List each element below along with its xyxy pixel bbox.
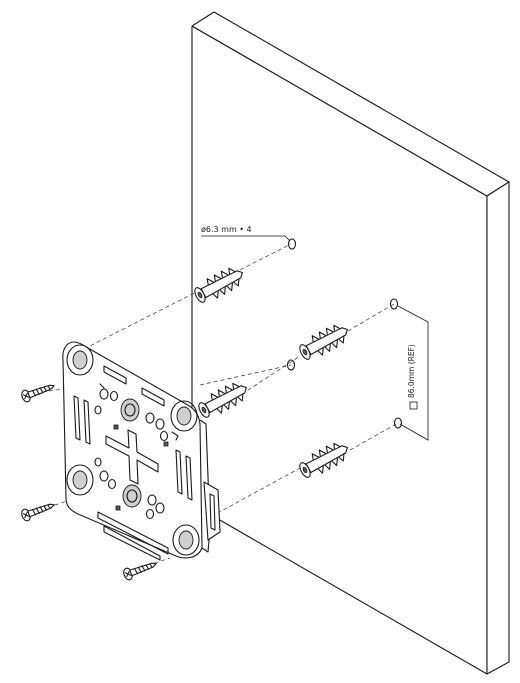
spacing-spec-label: 86.0mm (REF) <box>407 344 416 398</box>
wall-panel <box>191 11 510 675</box>
spacing-dimension: 86.0mm (REF) <box>397 305 429 441</box>
plate-button-upper <box>120 398 140 422</box>
corner-boss <box>172 524 200 556</box>
corner-boss <box>170 400 198 432</box>
drill-spec-label: ø6.3 mm • 4 <box>201 225 252 234</box>
drill-holes <box>286 238 403 429</box>
wall-anchor <box>194 267 243 303</box>
drill-hole-left-lower <box>286 359 296 371</box>
wall-anchor <box>198 382 247 418</box>
center-cross-slot <box>105 429 159 485</box>
wall-anchor <box>299 324 348 360</box>
wall-front-face <box>191 25 488 675</box>
drill-hole-right-lower <box>393 417 403 429</box>
mounting-plate <box>62 341 221 561</box>
screw <box>21 384 55 403</box>
corner-boss <box>66 464 94 496</box>
corner-boss <box>66 344 94 376</box>
screw <box>21 503 55 522</box>
drill-hole-top <box>287 238 297 250</box>
wall-side-edge <box>486 181 510 675</box>
drill-hole-right-upper <box>389 298 399 310</box>
screw <box>123 562 157 581</box>
square-symbol-icon <box>409 401 418 410</box>
plate-flange <box>203 481 221 541</box>
wall-anchor <box>299 442 348 478</box>
drill-spec-callout: ø6.3 mm • 4 <box>201 225 291 242</box>
plate-button-lower <box>122 484 142 508</box>
